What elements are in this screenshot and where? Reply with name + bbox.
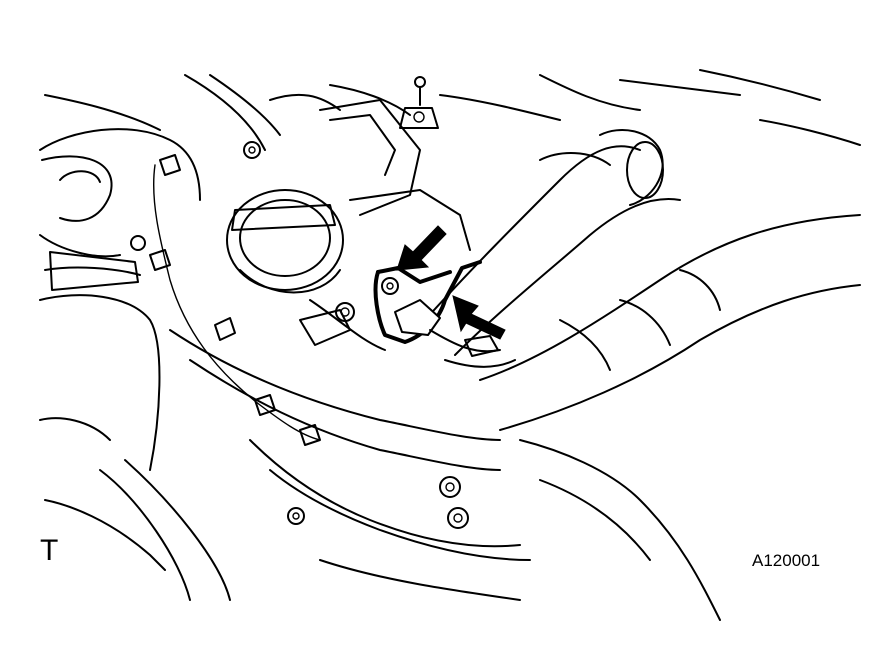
top-stud [399, 76, 439, 129]
bolts [130, 141, 469, 529]
left-hose-assembly [39, 94, 231, 601]
highlighted-bracket [373, 260, 482, 344]
central-housing [299, 99, 471, 351]
diagonal-hose [424, 129, 681, 356]
illustration-code: A120001 [752, 551, 821, 570]
right-duct [479, 214, 861, 431]
arrow-pointer-upper [396, 225, 447, 271]
round-cap-housing [226, 189, 344, 294]
upper-frame-lines [184, 69, 861, 151]
arrow-pointer-lower [452, 295, 506, 340]
hose-clamp [429, 329, 516, 368]
view-marker-label: T [40, 534, 59, 567]
harness-clips [149, 154, 321, 446]
lower-hoses [169, 329, 721, 621]
